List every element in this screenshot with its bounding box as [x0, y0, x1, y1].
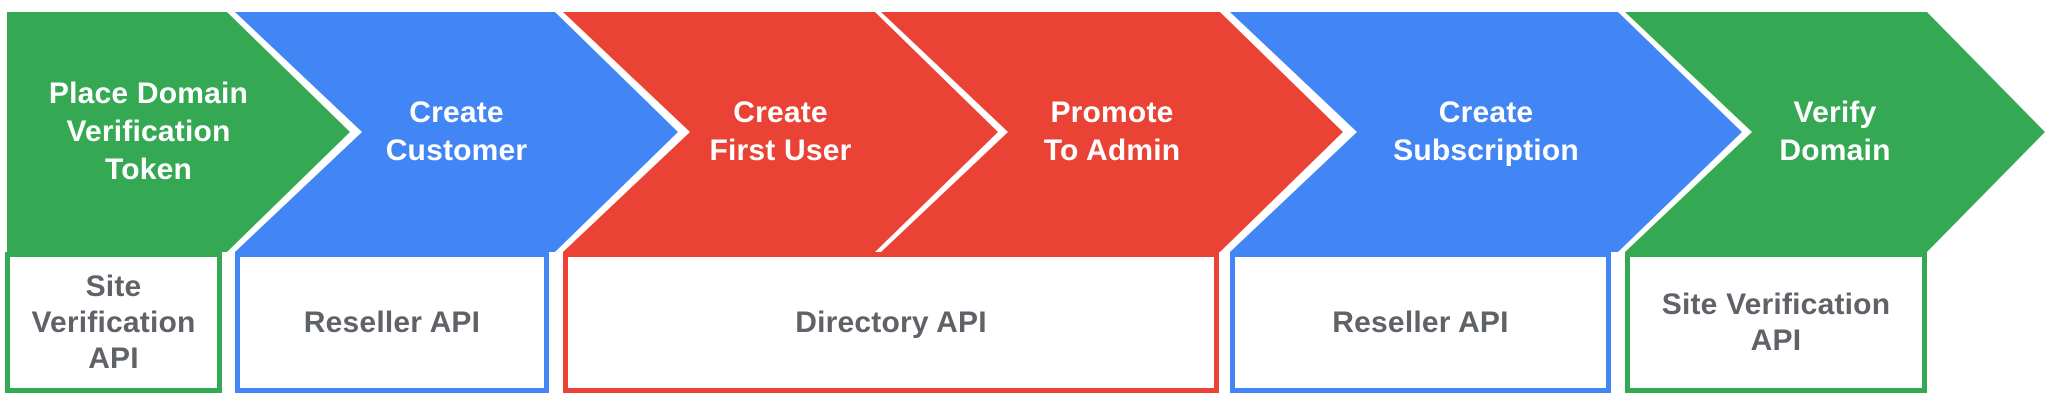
step-label: Promote To Admin — [1043, 96, 1181, 167]
api-box-reseller: Reseller API — [235, 252, 549, 393]
step-label: Create Customer — [385, 96, 528, 167]
api-box-label: Directory API — [795, 305, 987, 339]
api-box-site-verification-2: Site Verification API — [1625, 252, 1927, 393]
api-box-reseller-2: Reseller API — [1230, 252, 1611, 393]
api-box-label: Reseller API — [303, 305, 481, 339]
step-label: Create First User — [709, 96, 852, 167]
api-box-directory: Directory API — [563, 252, 1219, 393]
step-label: Place Domain Verification Token — [48, 77, 249, 186]
api-box-label: Reseller API — [1332, 305, 1509, 339]
step-label: Create Subscription — [1393, 96, 1579, 167]
step-label: Verify Domain — [1779, 96, 1891, 167]
api-box-site-verification: Site Verification API — [5, 252, 222, 393]
api-box-label: Site Verification API — [31, 269, 196, 375]
api-box-label: Site Verification API — [1661, 287, 1891, 357]
